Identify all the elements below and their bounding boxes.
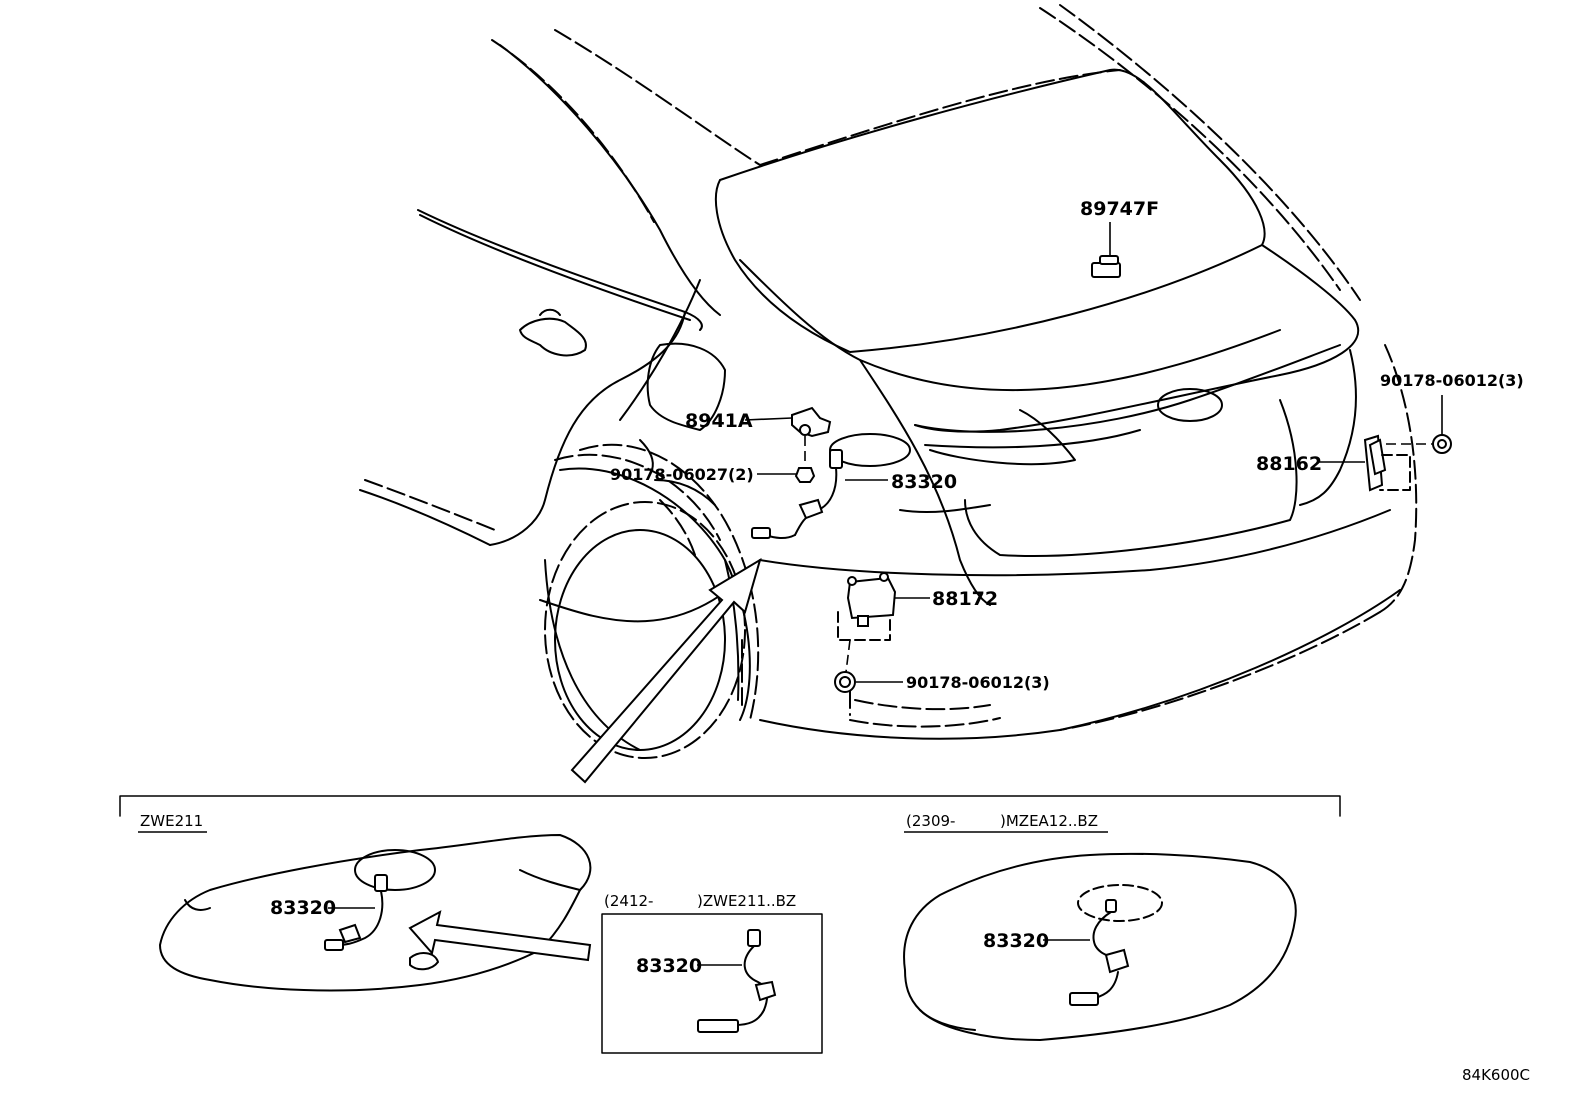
inset-zwe211-bz-caption-end: )ZWE211..BZ (697, 892, 796, 910)
bracket-88162 (1318, 434, 1432, 492)
harness-83320-main (751, 449, 888, 539)
nut-90178-06027 (757, 467, 816, 483)
inset-mzea12-bz-caption-end: )MZEA12..BZ (1000, 812, 1098, 830)
callout-88162: 88162 (1256, 453, 1322, 475)
view-arrow-main (570, 557, 762, 784)
inset-mzea12-bz-callout: 83320 (983, 930, 1049, 952)
callout-90178-06012-bottom: 90178-06012(3) (906, 673, 1050, 692)
inset-zwe211-bz-callout: 83320 (636, 955, 702, 977)
sensor-8941A (744, 406, 832, 466)
nut-90178-06012-bottom (834, 671, 903, 693)
inset-zwe211-bz: (2412- )ZWE211..BZ (601, 892, 823, 1054)
inset-zwe211-callout: 83320 (270, 897, 336, 919)
callout-88172: 88172 (932, 588, 998, 610)
callout-89747F: 89747F (1080, 198, 1159, 220)
inset-mzea12-bz: (2309- )MZEA12..BZ (903, 812, 1297, 1041)
inset-zwe211-bz-caption-start: (2412- (604, 892, 653, 910)
inset-frame (119, 795, 1341, 817)
callout-83320-main: 83320 (891, 471, 957, 493)
inset-zwe211: ZWE211 (138, 812, 592, 992)
callout-90178-06012-top: 90178-06012(3) (1380, 371, 1524, 390)
inset-zwe211-caption: ZWE211 (140, 812, 203, 830)
car-body-outline (359, 4, 1418, 759)
callout-8941A: 8941A (685, 410, 753, 432)
sensor-89747F (1091, 222, 1121, 278)
diagram-code: 84K600C (1462, 1066, 1530, 1084)
inset-mzea12-bz-caption-start: (2309- (906, 812, 955, 830)
callout-90178-06027: 90178-06027(2) (610, 465, 754, 484)
inset-zwe211-bz-box (601, 913, 823, 1054)
module-88172 (837, 572, 930, 673)
nut-90178-06012-top (1432, 395, 1452, 454)
